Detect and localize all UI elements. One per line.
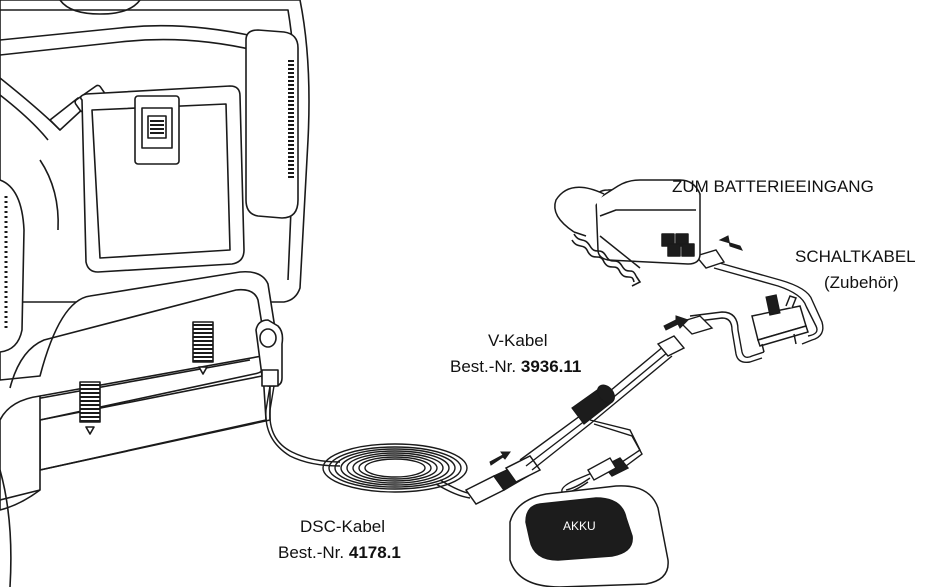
- receiver-antenna-coil: [571, 233, 642, 287]
- arrow-dsc: [489, 451, 511, 466]
- label-switch-cable: SCHALTKABEL: [795, 247, 916, 266]
- arrow-switch-left: [663, 315, 689, 331]
- label-v-cable: V-Kabel: [488, 331, 548, 350]
- dsc-cable-order-prefix: Best.-Nr.: [278, 543, 345, 562]
- battery-pack: [509, 485, 669, 587]
- label-dsc-cable-order: Best.-Nr. 4178.1: [278, 542, 401, 563]
- label-switch-cable-note: (Zubehör): [824, 273, 899, 292]
- label-battery-input: ZUM BATTERIEEINGANG: [672, 177, 874, 196]
- label-v-cable-order: Best.-Nr. 3936.11: [450, 356, 581, 377]
- v-connectors: [602, 335, 686, 477]
- dsc-cable: [265, 385, 473, 499]
- transmitter: [0, 0, 310, 587]
- v-cable-order-number: 3936.11: [520, 357, 582, 376]
- receiver: [554, 179, 701, 269]
- v-cable-order-prefix: Best.-Nr.: [450, 357, 517, 376]
- ferrite: [571, 384, 615, 425]
- switch-cable: [689, 261, 824, 364]
- label-dsc-cable: DSC-Kabel: [300, 517, 386, 536]
- label-battery: AKKU: [563, 519, 596, 533]
- switch: [751, 294, 809, 353]
- arrow-receiver: [718, 235, 743, 251]
- dsc-cable-order-number: 4178.1: [348, 543, 401, 562]
